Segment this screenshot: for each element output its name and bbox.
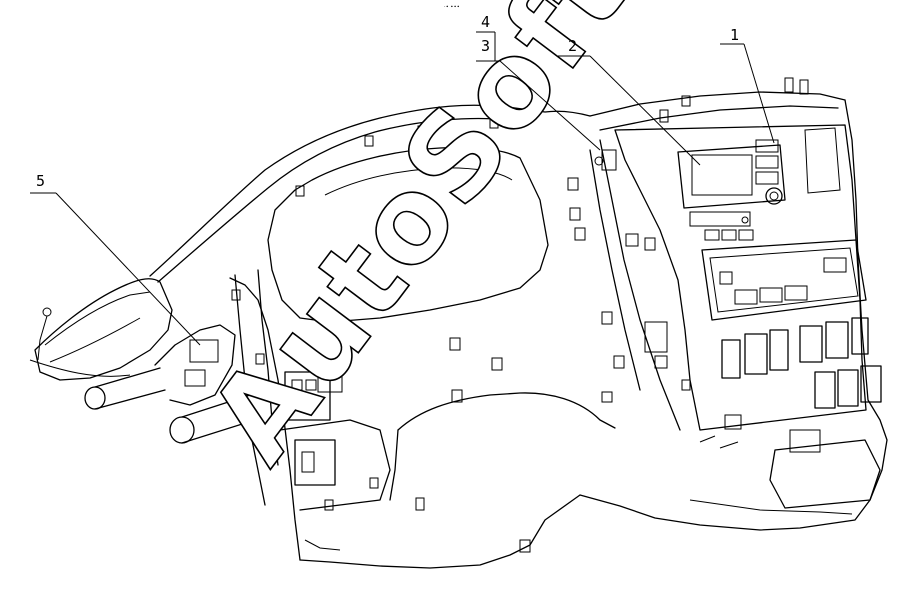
steering-column-tubes xyxy=(84,324,256,444)
steering-bracket xyxy=(234,269,391,551)
switch-banks xyxy=(721,317,882,453)
left-air-duct xyxy=(29,278,173,381)
callout-3: 3 xyxy=(476,37,601,151)
callout-label-5: 5 xyxy=(36,172,45,190)
climate-control-panel xyxy=(701,239,867,321)
center-console-panel xyxy=(589,124,867,431)
callout-label-4: 4 xyxy=(481,13,490,31)
callout-4: 4 xyxy=(476,13,496,61)
callout-label-1: 1 xyxy=(730,26,739,44)
multimedia-display-unit xyxy=(677,127,841,241)
callout-label-3: 3 xyxy=(481,37,490,55)
callout-2: 2 xyxy=(558,37,701,166)
callout-1: 1 xyxy=(720,26,775,144)
lower-right-trim xyxy=(689,439,881,515)
dashboard-body xyxy=(149,91,888,569)
watermark-text: AutoSoft xyxy=(182,0,655,487)
callout-label-2: 2 xyxy=(568,37,577,55)
clips-and-fasteners xyxy=(231,77,809,553)
callout-5: 5 xyxy=(30,172,201,346)
corner-mark: ·∙ ∙∙∙ xyxy=(444,4,460,10)
watermark: AutoSoft xyxy=(181,0,655,488)
instrument-cluster-opening xyxy=(267,115,549,323)
